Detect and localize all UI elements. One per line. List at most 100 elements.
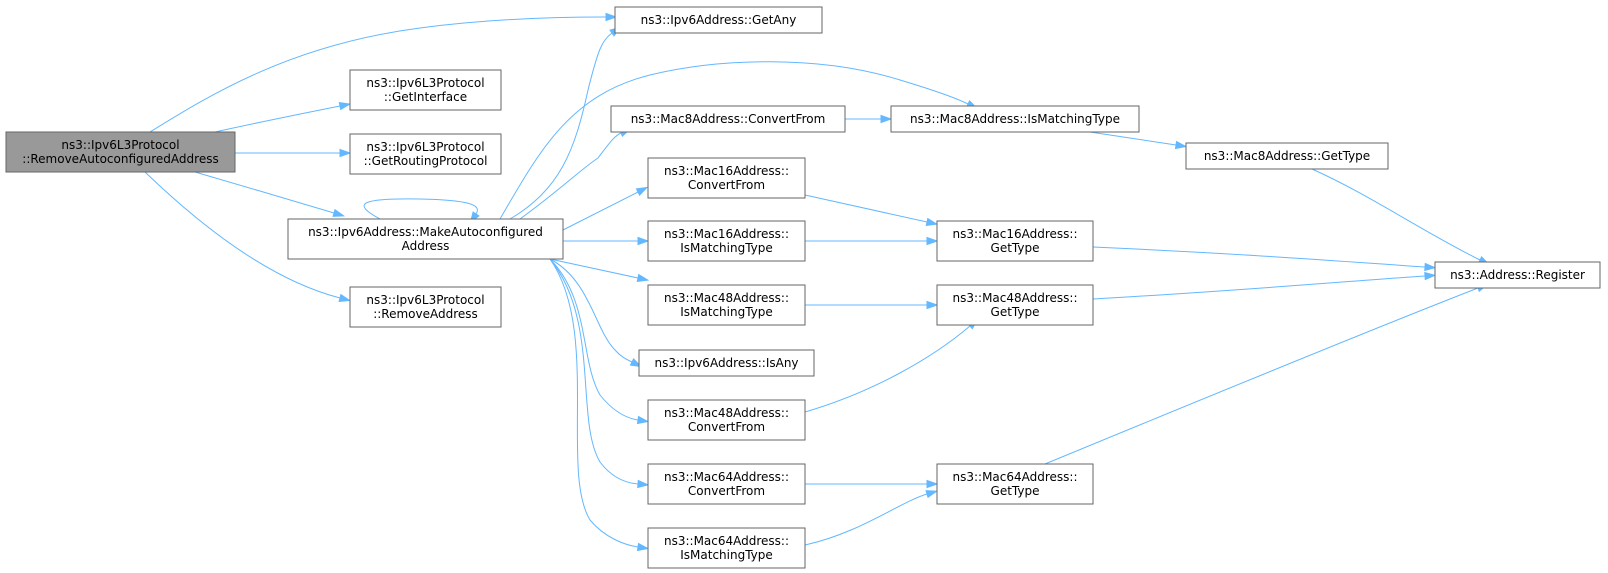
node-ns3-ipv6l3protocol-removeautoconfiguredaddress[interactable]: ns3::Ipv6L3Protocol::RemoveAutoconfigure… bbox=[5, 131, 236, 173]
edge-n0-n5 bbox=[144, 171, 352, 302]
node-label-line: GetType bbox=[991, 484, 1040, 498]
edge-n12-n17 bbox=[805, 479, 939, 489]
node-box[interactable] bbox=[647, 527, 806, 569]
edge-line bbox=[1311, 168, 1481, 261]
node-ns3-ipv6address-makeautoconfiguredaddress[interactable]: ns3::Ipv6Address::MakeAutoconfiguredAddr… bbox=[287, 218, 564, 260]
node-ns3-mac48address-gettype[interactable]: ns3::Mac48Address::GetType bbox=[936, 284, 1094, 326]
node-label-line: ns3::Address::Register bbox=[1450, 268, 1585, 282]
node-label-line: ConvertFrom bbox=[688, 420, 765, 434]
arrowhead-icon bbox=[636, 273, 650, 283]
edge-line bbox=[562, 191, 639, 231]
edge-line bbox=[214, 105, 341, 133]
node-box[interactable] bbox=[936, 463, 1094, 505]
node-label-line: IsMatchingType bbox=[680, 305, 773, 319]
node-ns3-mac64address-convertfrom[interactable]: ns3::Mac64Address::ConvertFrom bbox=[647, 463, 806, 505]
arrowhead-icon bbox=[637, 479, 650, 489]
arrowhead-icon bbox=[925, 490, 939, 499]
node-ns3-mac8address-gettype[interactable]: ns3::Mac8Address::GetType bbox=[1185, 142, 1389, 170]
edge-line bbox=[519, 132, 622, 220]
node-label-line: ns3::Mac64Address:: bbox=[664, 470, 789, 484]
edge-n7-n15 bbox=[804, 194, 939, 226]
edge-n4-n12 bbox=[549, 258, 650, 489]
node-label-line: ns3::Mac8Address::GetType bbox=[1204, 149, 1370, 163]
edge-line bbox=[804, 493, 928, 546]
node-ns3-ipv6l3protocol-getinterface[interactable]: ns3::Ipv6L3Protocol::GetInterface bbox=[349, 69, 502, 111]
arrowhead-icon bbox=[1424, 262, 1437, 272]
edge-n0-n2 bbox=[214, 101, 352, 133]
edge-line bbox=[1092, 246, 1426, 268]
arrowhead-icon bbox=[926, 479, 939, 489]
node-box[interactable] bbox=[287, 218, 564, 260]
node-box[interactable] bbox=[647, 284, 806, 326]
edge-n15-n19 bbox=[1092, 246, 1437, 272]
node-ns3-address-register[interactable]: ns3::Address::Register bbox=[1434, 261, 1601, 289]
node-ns3-ipv6l3protocol-removeaddress[interactable]: ns3::Ipv6L3Protocol::RemoveAddress bbox=[349, 286, 502, 328]
node-box[interactable] bbox=[647, 157, 806, 199]
edge-n17-n19 bbox=[1044, 283, 1489, 465]
edge-n8-n15 bbox=[805, 236, 939, 246]
node-ns3-ipv6address-isany[interactable]: ns3::Ipv6Address::IsAny bbox=[638, 349, 815, 377]
node-box[interactable] bbox=[936, 220, 1094, 262]
node-label-line: Address bbox=[402, 239, 450, 253]
node-ns3-mac48address-convertfrom[interactable]: ns3::Mac48Address::ConvertFrom bbox=[647, 399, 806, 441]
arrowhead-icon bbox=[925, 217, 939, 226]
node-ns3-ipv6address-getany[interactable]: ns3::Ipv6Address::GetAny bbox=[614, 6, 823, 34]
node-label-line: IsMatchingType bbox=[680, 241, 773, 255]
node-label-line: ::RemoveAddress bbox=[373, 307, 478, 321]
node-ns3-ipv6l3protocol-getroutingprotocol[interactable]: ns3::Ipv6L3Protocol::GetRoutingProtocol bbox=[349, 133, 502, 175]
node-box[interactable] bbox=[647, 220, 806, 262]
node-ns3-mac16address-gettype[interactable]: ns3::Mac16Address::GetType bbox=[936, 220, 1094, 262]
node-box[interactable] bbox=[1434, 261, 1601, 289]
edge-line bbox=[1089, 131, 1177, 146]
node-label-line: GetType bbox=[991, 305, 1040, 319]
node-box[interactable] bbox=[638, 349, 815, 377]
node-label-line: ns3::Mac16Address:: bbox=[952, 227, 1077, 241]
node-ns3-mac8address-convertfrom[interactable]: ns3::Mac8Address::ConvertFrom bbox=[610, 105, 846, 133]
edge-line bbox=[549, 258, 639, 279]
edge-line bbox=[149, 16, 607, 133]
edge-n0-n1 bbox=[149, 12, 618, 133]
arrowhead-icon bbox=[636, 542, 650, 552]
node-label-line: ::GetInterface bbox=[384, 90, 467, 104]
edge-n4-n8 bbox=[563, 236, 650, 246]
edge-line bbox=[499, 61, 969, 220]
node-box[interactable] bbox=[647, 399, 806, 441]
edge-n14-n18 bbox=[1089, 131, 1188, 150]
node-ns3-mac16address-convertfrom[interactable]: ns3::Mac16Address::ConvertFrom bbox=[647, 157, 806, 199]
node-label-line: ns3::Mac8Address::IsMatchingType bbox=[910, 112, 1120, 126]
edge-line bbox=[144, 171, 341, 299]
node-ns3-mac16address-ismatchingtype[interactable]: ns3::Mac16Address::IsMatchingType bbox=[647, 220, 806, 262]
arrowhead-icon bbox=[635, 186, 649, 196]
edge-n11-n16 bbox=[804, 318, 979, 413]
node-label-line: ns3::Mac16Address:: bbox=[664, 164, 789, 178]
arrowhead-icon bbox=[880, 114, 893, 124]
node-ns3-mac48address-ismatchingtype[interactable]: ns3::Mac48Address::IsMatchingType bbox=[647, 284, 806, 326]
node-box[interactable] bbox=[610, 105, 846, 133]
node-label-line: ConvertFrom bbox=[688, 178, 765, 192]
node-box[interactable] bbox=[936, 284, 1094, 326]
node-box[interactable] bbox=[349, 286, 502, 328]
node-ns3-mac64address-gettype[interactable]: ns3::Mac64Address::GetType bbox=[936, 463, 1094, 505]
arrowhead-icon bbox=[1424, 271, 1437, 281]
node-box[interactable] bbox=[890, 105, 1140, 133]
node-ns3-mac64address-ismatchingtype[interactable]: ns3::Mac64Address::IsMatchingType bbox=[647, 527, 806, 569]
arrowhead-icon bbox=[629, 358, 643, 368]
edge-n4-n10 bbox=[549, 258, 643, 368]
edge-n6-n14 bbox=[845, 114, 893, 124]
node-box[interactable] bbox=[647, 463, 806, 505]
arrowhead-icon bbox=[338, 101, 352, 111]
edge-line bbox=[804, 194, 928, 223]
node-ns3-mac8address-ismatchingtype[interactable]: ns3::Mac8Address::IsMatchingType bbox=[890, 105, 1140, 133]
node-label-line: ns3::Ipv6Address::IsAny bbox=[654, 356, 798, 370]
edge-line bbox=[549, 258, 639, 548]
node-label-line: ns3::Ipv6L3Protocol bbox=[366, 140, 484, 154]
arrowhead-icon bbox=[637, 236, 650, 246]
node-box[interactable] bbox=[5, 131, 236, 173]
node-box[interactable] bbox=[1185, 142, 1389, 170]
edge-line bbox=[1044, 287, 1479, 465]
node-box[interactable] bbox=[614, 6, 823, 34]
node-box[interactable] bbox=[349, 69, 502, 111]
nodes-layer: ns3::Ipv6L3Protocol::RemoveAutoconfigure… bbox=[5, 6, 1601, 569]
node-box[interactable] bbox=[349, 133, 502, 175]
node-label-line: ns3::Mac16Address:: bbox=[664, 227, 789, 241]
